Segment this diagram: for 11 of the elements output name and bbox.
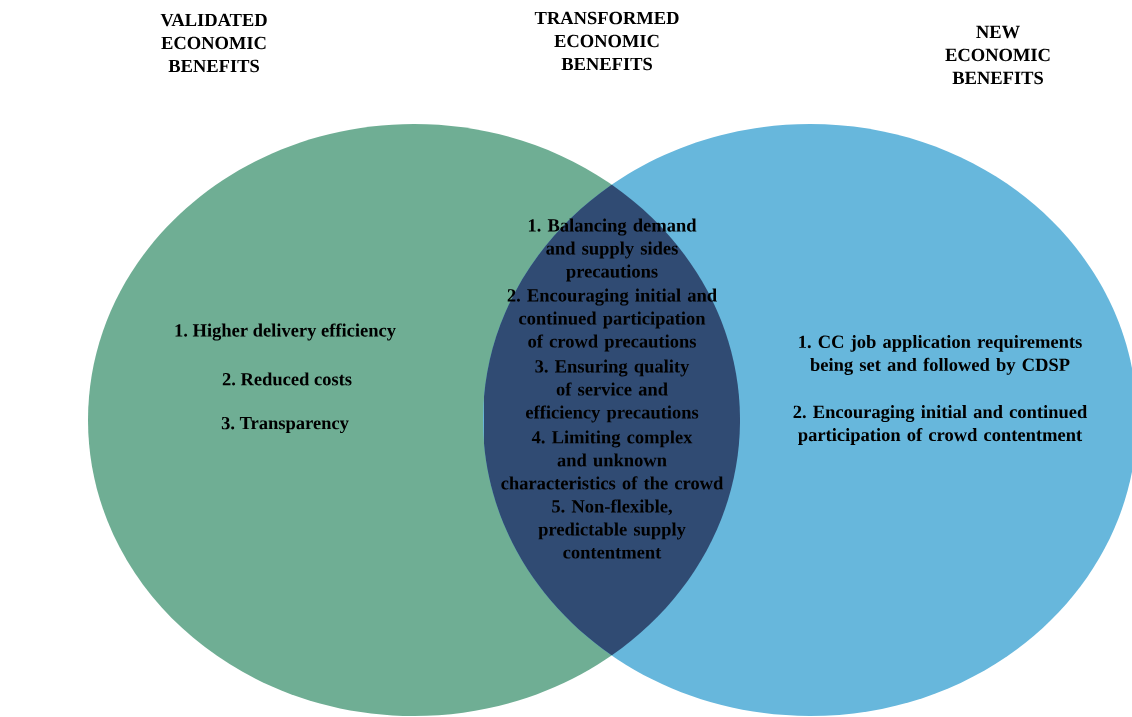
list-item: 2. Reduced costs <box>222 372 352 386</box>
list-item: 5. Non-flexible, predictable supply contentment <box>538 499 686 559</box>
list-item: 1. Higher delivery efficiency <box>175 323 396 341</box>
list-item: 2. Encouraging initial and continued participation of crowd contentment <box>793 405 1088 445</box>
list-item: 3. Transparency <box>221 416 349 434</box>
list-item: 3. Ensuring quality of service and efficiency precautions <box>526 359 699 423</box>
heading: NEW ECONOMIC BENEFITS <box>945 25 1050 85</box>
heading: TRANSFORMED ECONOMIC BENEFITS <box>534 11 679 71</box>
list-item: 4. Limiting complex and unknown characteristics of the crowd <box>501 430 724 490</box>
list-item: 1. CC job application requirements being set and followed by CDSP <box>799 335 1082 375</box>
heading: VALIDATED ECONOMIC BENEFITS <box>160 13 267 73</box>
